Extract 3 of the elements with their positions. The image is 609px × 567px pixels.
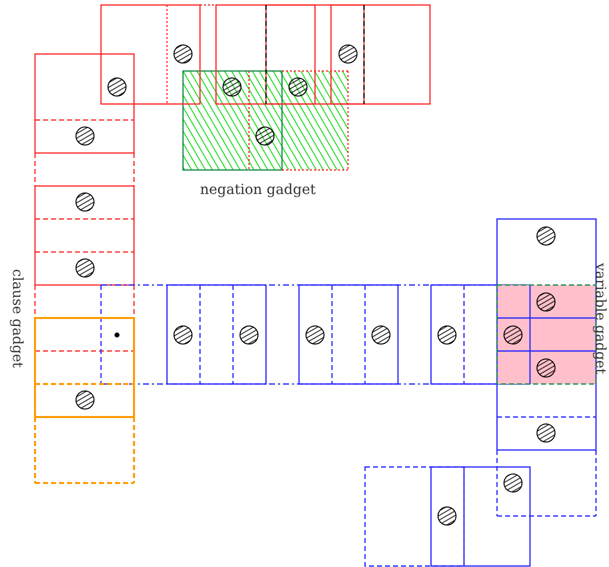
- gadget-label: variable gadget: [593, 262, 607, 374]
- gadget-label: clause gadget: [10, 268, 24, 368]
- gadget-label: negation gadget: [200, 183, 316, 197]
